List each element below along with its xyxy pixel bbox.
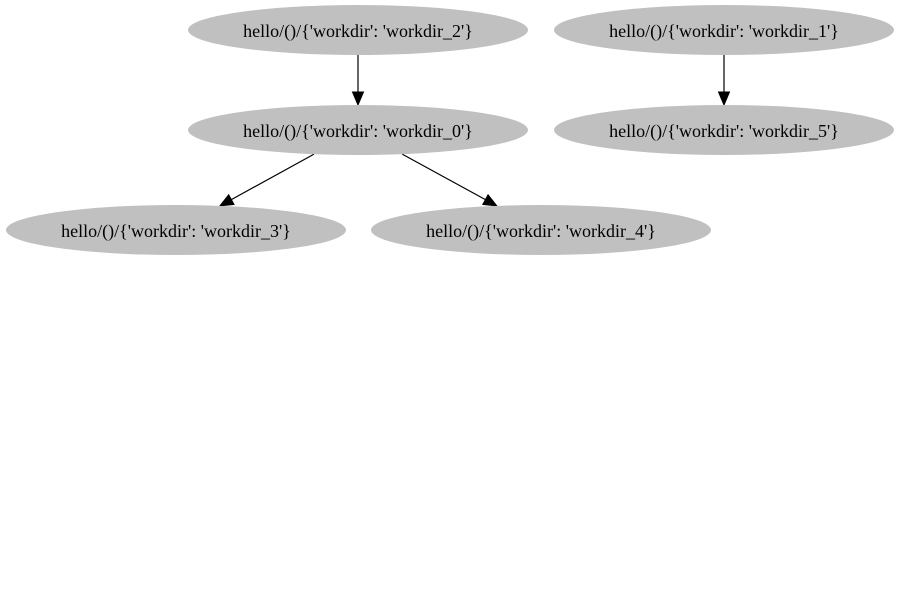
edges-layer: [218, 55, 731, 207]
node-ellipse: [188, 5, 528, 55]
edge-n2-n0: [351, 55, 365, 107]
node-label: hello/()/{'workdir': 'workdir_1'}: [609, 21, 839, 42]
graph-node[interactable]: hello/()/{'workdir': 'workdir_1'}: [554, 5, 894, 55]
arrowhead-icon: [717, 91, 731, 107]
edge-line: [401, 153, 486, 201]
edge-n1-n5: [717, 55, 731, 107]
graph-node[interactable]: hello/()/{'workdir': 'workdir_0'}: [188, 105, 528, 155]
edge-line: [231, 153, 315, 201]
node-ellipse: [6, 205, 346, 255]
node-label: hello/()/{'workdir': 'workdir_2'}: [243, 21, 473, 42]
node-ellipse: [371, 205, 711, 255]
node-label: hello/()/{'workdir': 'workdir_3'}: [61, 221, 291, 242]
node-ellipse: [554, 105, 894, 155]
node-label: hello/()/{'workdir': 'workdir_5'}: [609, 121, 839, 142]
node-label: hello/()/{'workdir': 'workdir_4'}: [426, 221, 656, 242]
arrowhead-icon: [481, 193, 498, 207]
edge-n0-n3: [218, 153, 315, 207]
graph-node[interactable]: hello/()/{'workdir': 'workdir_5'}: [554, 105, 894, 155]
nodes-layer: hello/()/{'workdir': 'workdir_2'} hello/…: [6, 5, 894, 255]
node-ellipse: [554, 5, 894, 55]
graph-node[interactable]: hello/()/{'workdir': 'workdir_2'}: [188, 5, 528, 55]
graph-node[interactable]: hello/()/{'workdir': 'workdir_4'}: [371, 205, 711, 255]
edge-n0-n4: [401, 153, 498, 207]
arrowhead-icon: [218, 193, 235, 207]
node-ellipse: [188, 105, 528, 155]
arrowhead-icon: [351, 91, 365, 107]
node-label: hello/()/{'workdir': 'workdir_0'}: [243, 121, 473, 142]
graph-node[interactable]: hello/()/{'workdir': 'workdir_3'}: [6, 205, 346, 255]
